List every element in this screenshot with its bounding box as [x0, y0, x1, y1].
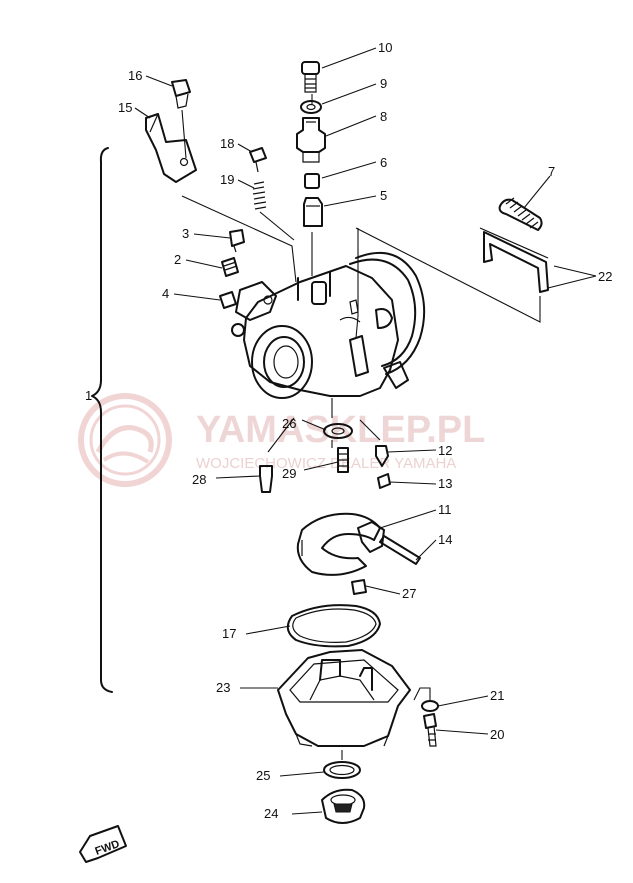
callout-29: 29 — [282, 466, 296, 481]
part-24-drain-plug — [321, 788, 366, 824]
callout-20: 20 — [490, 727, 504, 742]
carburetor-body — [231, 251, 426, 399]
callout-23: 23 — [216, 680, 230, 695]
callout-19: 19 — [220, 172, 234, 187]
part-16-screw — [171, 79, 191, 109]
callout-9: 9 — [380, 76, 387, 91]
part-9-washer — [300, 100, 322, 114]
callout-21: 21 — [490, 688, 504, 703]
assembly-lines — [181, 94, 541, 760]
callout-13: 13 — [438, 476, 452, 491]
callout-24: 24 — [264, 806, 278, 821]
part-27-screw — [351, 579, 367, 595]
callout-11: 11 — [438, 502, 452, 517]
part-21-washer — [421, 700, 439, 712]
part-14-float-pin — [379, 535, 421, 565]
fwd-arrow-icon: FWD — [79, 825, 127, 863]
callout-16: 16 — [128, 68, 142, 83]
callout-27: 27 — [402, 586, 416, 601]
callout-7: 7 — [548, 164, 555, 179]
callout-17: 17 — [222, 626, 236, 641]
part-5-jet-holder — [303, 197, 323, 227]
callout-leaders — [134, 47, 597, 815]
part-3-throttle-screw — [229, 229, 245, 253]
part-29-needle-jet — [337, 447, 349, 473]
part-19-spring — [252, 181, 267, 210]
callout-5: 5 — [380, 188, 387, 203]
callout-25: 25 — [256, 768, 270, 783]
part-2-spring — [221, 257, 239, 277]
callout-26: 26 — [282, 416, 296, 431]
part-11-float — [296, 512, 385, 576]
callout-8: 8 — [380, 109, 387, 124]
assembly-bracket — [91, 147, 113, 693]
watermark: YAMASKLEP.PL WOJCIECHOWICZ DEALER YAMAHA — [78, 393, 485, 487]
callout-12: 12 — [438, 443, 452, 458]
callout-6: 6 — [380, 155, 387, 170]
watermark-logo-icon — [78, 393, 172, 487]
callout-28: 28 — [192, 472, 206, 487]
callout-18: 18 — [220, 136, 234, 151]
part-26-washer — [323, 423, 353, 439]
callout-10: 10 — [378, 40, 392, 55]
callout-4: 4 — [162, 286, 169, 301]
part-6-needle-valve — [304, 173, 320, 189]
part-22-fuel-pipe — [479, 227, 549, 293]
part-23-float-bowl — [277, 649, 411, 747]
part-12-float-valve — [375, 445, 389, 467]
part-25-o-ring — [323, 761, 361, 779]
part-7-spring — [498, 197, 543, 231]
part-8-valve-seat — [296, 117, 326, 163]
watermark-brand: YAMASKLEP.PL — [196, 409, 485, 451]
part-20-drain-screw — [423, 713, 437, 747]
part-17-gasket — [286, 604, 381, 648]
callout-15: 15 — [118, 100, 132, 115]
part-10-screw — [301, 61, 320, 93]
callout-2: 2 — [174, 252, 181, 267]
part-13-clip — [377, 473, 391, 489]
callout-22: 22 — [598, 269, 612, 284]
callout-3: 3 — [182, 226, 189, 241]
watermark-subtitle: WOJCIECHOWICZ DEALER YAMAHA — [196, 455, 456, 472]
part-4-nut — [219, 291, 237, 309]
part-18-pilot-screw — [249, 147, 267, 173]
callout-14: 14 — [438, 532, 452, 547]
callout-labels: 10 9 8 6 5 7 22 16 15 18 19 3 2 4 1 26 2… — [85, 40, 612, 821]
part-15-bracket — [145, 113, 197, 183]
callout-1: 1 — [85, 388, 92, 403]
